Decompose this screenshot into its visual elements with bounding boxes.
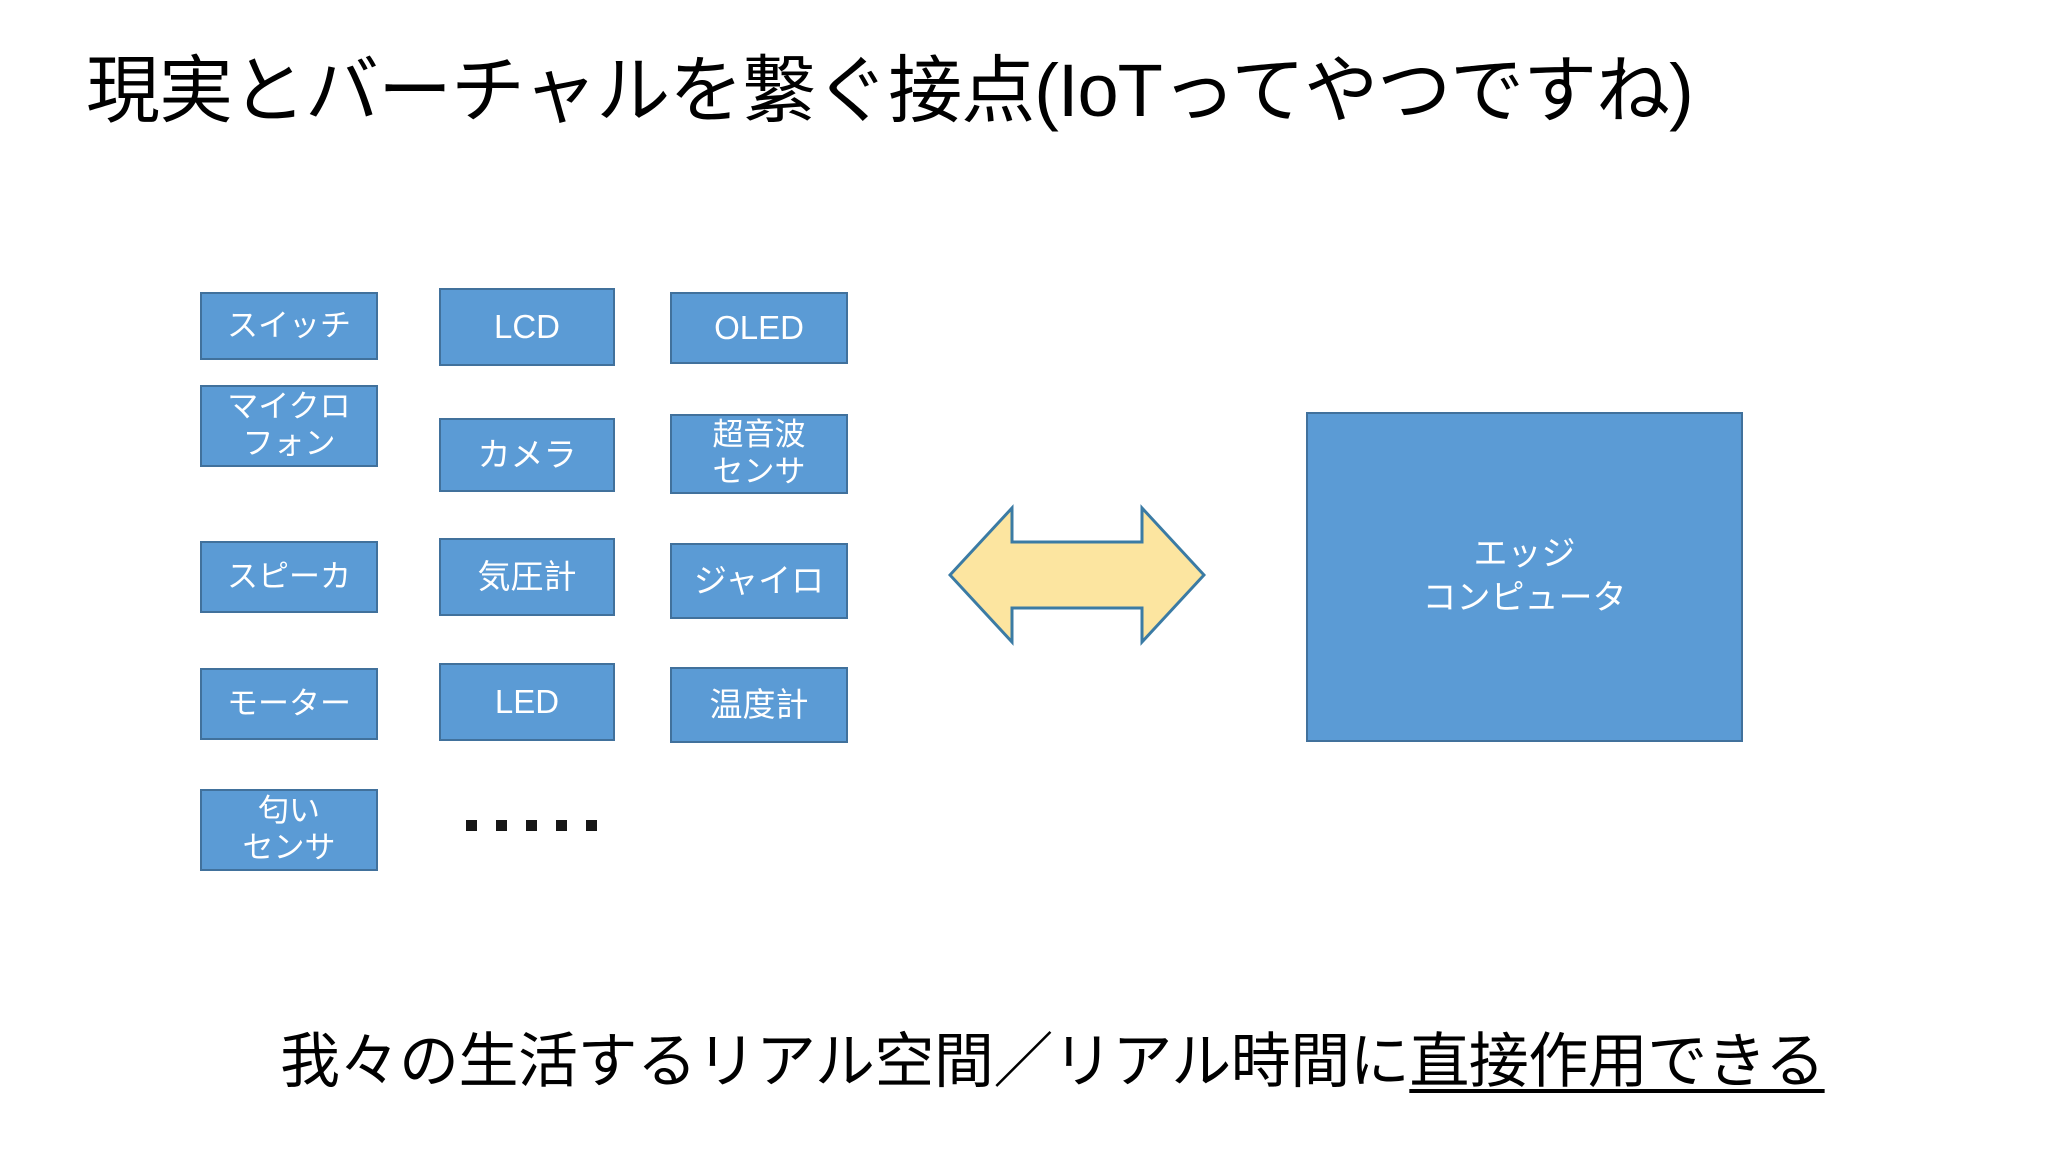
- slide-caption: 我々の生活するリアル空間／リアル時間に直接作用できる: [280, 1020, 1825, 1104]
- device-box-speaker[interactable]: スピーカ: [200, 541, 378, 613]
- device-box-label: OLED: [714, 308, 804, 346]
- device-box-label: カメラ: [477, 435, 577, 473]
- device-box-label: スピーカ: [227, 558, 351, 594]
- device-box-motor[interactable]: モーター: [200, 668, 378, 740]
- device-box-label: 気圧計: [477, 557, 577, 595]
- ellipsis-dot: [466, 819, 477, 831]
- device-box-label: モーター: [227, 685, 351, 721]
- ellipsis-dots-icon: [466, 795, 626, 855]
- device-box-gyro[interactable]: ジャイロ: [670, 543, 848, 619]
- ellipsis-dot: [556, 819, 567, 831]
- device-box-lcd[interactable]: LCD: [439, 288, 615, 366]
- device-box-label: 温度計: [709, 685, 809, 723]
- device-box-odor-sensor[interactable]: 匂い センサ: [200, 789, 378, 871]
- device-box-oled[interactable]: OLED: [670, 292, 848, 364]
- ellipsis-dot: [496, 819, 507, 831]
- device-box-label: ジャイロ: [693, 561, 825, 599]
- ellipsis-dot: [586, 819, 597, 831]
- device-box-label: 匂い センサ: [242, 793, 336, 865]
- device-box-label: 超音波 センサ: [712, 417, 806, 489]
- edge-computer-label: エッジ コンピュータ: [1422, 535, 1627, 617]
- device-box-label: LCD: [493, 307, 561, 345]
- caption-emphasis-text: 直接作用できる: [1409, 1028, 1825, 1095]
- device-box-led[interactable]: LED: [439, 663, 615, 741]
- device-box-label: LED: [494, 682, 560, 720]
- device-box-ultrasonic-sensor[interactable]: 超音波 センサ: [670, 414, 848, 494]
- device-box-label: マイクロ フォン: [227, 389, 351, 461]
- device-box-label: スイッチ: [227, 307, 351, 343]
- device-box-switch[interactable]: スイッチ: [200, 292, 378, 360]
- device-box-barometer[interactable]: 気圧計: [439, 538, 615, 616]
- caption-lead-text: 我々の生活するリアル空間／リアル時間に: [280, 1028, 1410, 1095]
- device-box-thermometer[interactable]: 温度計: [670, 667, 848, 743]
- device-box-microphone[interactable]: マイクロ フォン: [200, 385, 378, 467]
- double-headed-arrow-icon: [948, 500, 1206, 650]
- page-title: 現実とバーチャルを繋ぐ接点(IoTってやつですね): [86, 49, 1694, 132]
- edge-computer-box[interactable]: エッジ コンピュータ: [1306, 412, 1743, 742]
- ellipsis-dot: [526, 819, 537, 831]
- device-box-camera[interactable]: カメラ: [439, 418, 615, 492]
